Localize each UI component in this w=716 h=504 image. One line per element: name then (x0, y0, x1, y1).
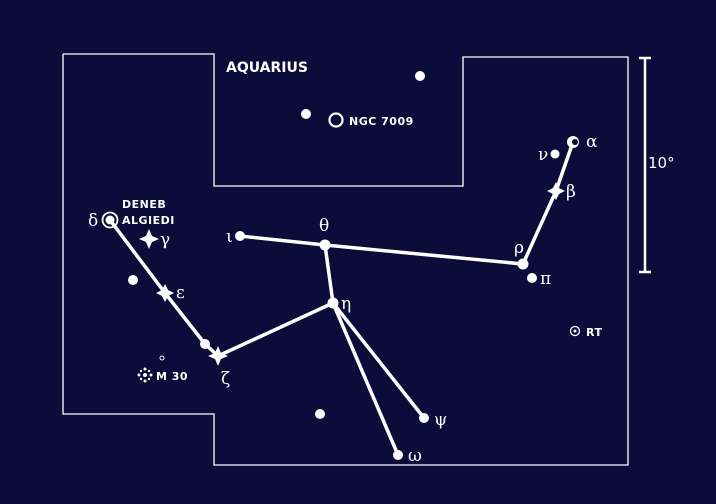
rt-label: RT (586, 326, 602, 339)
star-zeta (208, 346, 228, 366)
constellation-boundary (62, 53, 629, 466)
star-unlabeled-bottom (315, 409, 325, 419)
rt-symbol (569, 325, 581, 337)
label-theta: θ (319, 216, 329, 236)
label-pi: π (540, 269, 551, 289)
star-epsilon (156, 284, 174, 302)
map-title: AQUARIUS (226, 60, 308, 76)
label-delta: δ (88, 211, 98, 231)
star-gamma (139, 229, 159, 249)
star-zeta-companion (200, 339, 210, 349)
deneb-algiedi-line1: DENEB (122, 198, 166, 211)
small-ring-object (159, 355, 165, 361)
label-iota: ι (226, 227, 233, 247)
m30-label: M 30 (156, 370, 188, 383)
star-alpha (567, 136, 579, 148)
label-eta: η (341, 294, 351, 314)
label-epsilon: ε (176, 283, 185, 303)
star-eta (327, 297, 339, 309)
star-unlabeled-left (128, 275, 138, 285)
label-gamma: γ (160, 230, 170, 250)
ngc7009-label: NGC 7009 (349, 115, 414, 128)
star-rho (517, 258, 529, 270)
label-beta: β (566, 182, 576, 202)
star-unlabeled-mid (301, 109, 311, 119)
label-psi: ψ (434, 410, 447, 430)
label-zeta: ζ (221, 369, 230, 389)
ngc7009-symbol (328, 112, 344, 128)
star-pi (527, 273, 537, 283)
star-nu (550, 149, 560, 159)
label-rho: ρ (514, 238, 524, 258)
star-psi (419, 413, 429, 423)
scale-label: 10° (648, 154, 675, 172)
deneb-algiedi-line2: ALGIEDI (122, 214, 175, 227)
stick-figure (108, 140, 575, 457)
label-omega: ω (408, 446, 422, 466)
star-unlabeled-top (415, 71, 425, 81)
label-nu: ν (538, 145, 548, 165)
star-omega (393, 450, 403, 460)
star-theta (319, 239, 331, 251)
label-alpha: α (586, 132, 598, 152)
star-delta (101, 211, 119, 229)
m30-symbol (137, 367, 153, 383)
star-beta (547, 182, 565, 200)
star-iota (235, 231, 245, 241)
scale-bar (639, 56, 651, 274)
